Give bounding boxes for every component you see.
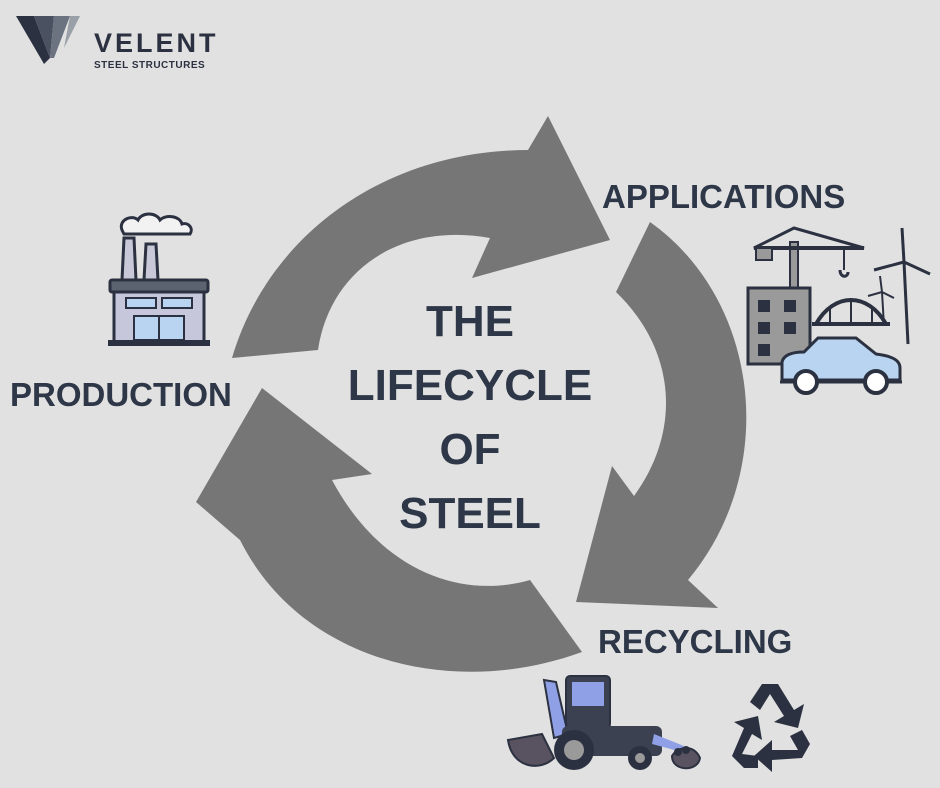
recycle-icon — [732, 684, 810, 772]
stage-label-applications: APPLICATIONS — [602, 178, 846, 215]
brand-name: VELENT — [94, 28, 219, 58]
title-line: STEEL — [399, 489, 541, 538]
backhoe-icon — [506, 675, 702, 770]
construction-city-icon — [746, 226, 931, 395]
factory-icon — [108, 212, 210, 346]
title-line: LIFECYCLE — [347, 361, 593, 410]
arrow-recycling-to-production — [196, 388, 582, 672]
title-line: THE — [426, 297, 514, 346]
arrow-production-to-applications — [232, 116, 610, 358]
brand-tagline: STEEL STRUCTURES — [94, 60, 206, 71]
stage-label-production: PRODUCTION — [10, 376, 232, 413]
stage-label-recycling: RECYCLING — [598, 623, 793, 660]
title-line: OF — [439, 425, 501, 474]
arrow-applications-to-recycling — [576, 222, 747, 608]
brand-logo: VELENT STEEL STRUCTURES — [14, 12, 216, 71]
velent-mark-icon — [16, 16, 80, 64]
center-title: THE LIFECYCLE OF STEEL — [320, 290, 620, 546]
